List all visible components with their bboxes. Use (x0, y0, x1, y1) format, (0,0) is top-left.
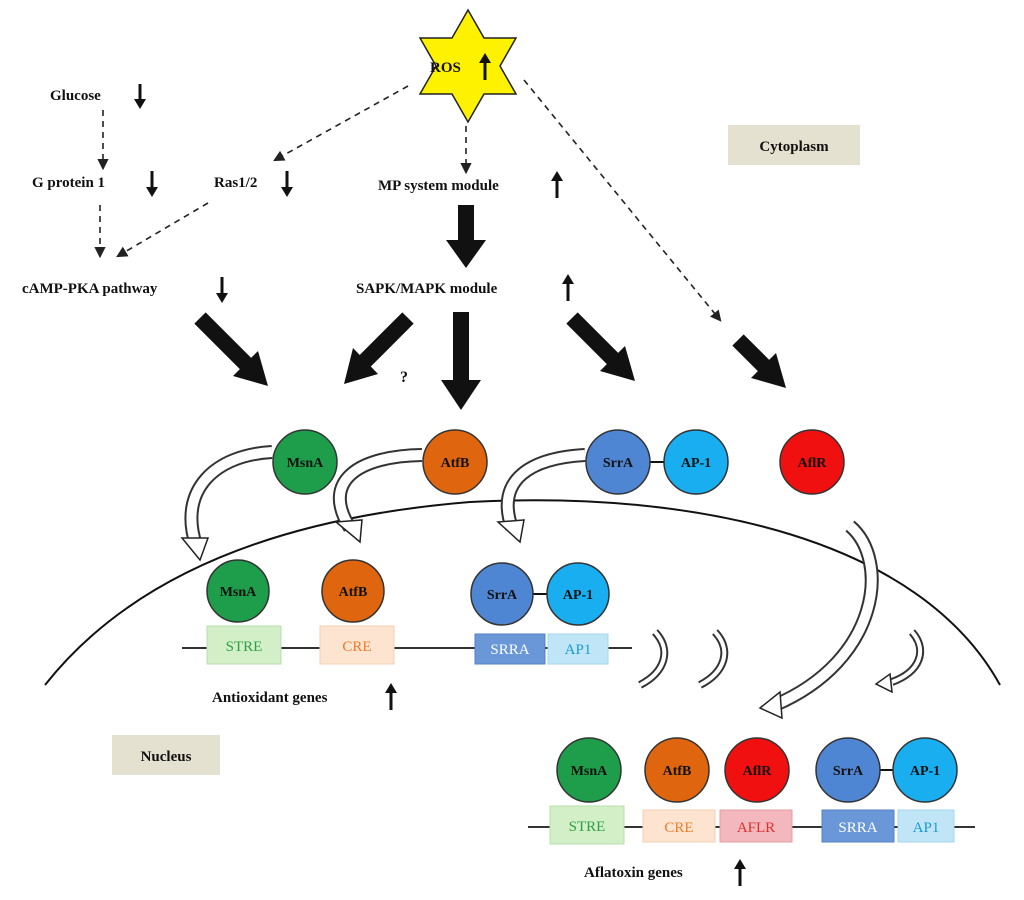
sapk-up-arrow-icon (562, 274, 574, 301)
aflatoxin-genes-label: Aflatoxin genes (584, 865, 683, 881)
element-srra-aflatoxin: SRRA (821, 809, 895, 843)
ras-label: Ras1/2 (214, 175, 257, 191)
protein-atfb-antioxidant: AtfB (321, 559, 385, 623)
svg-text:AflR: AflR (743, 764, 773, 779)
gprotein-down-arrow-icon (146, 171, 158, 197)
protein-ap1-cytoplasm: AP-1 (663, 429, 729, 495)
dashed-arrow-ros-aflr (523, 79, 722, 322)
thick-arrow-camp-msna (194, 312, 268, 386)
cytoplasm-tag: Cytoplasm (728, 125, 860, 165)
thick-arrow-mp-sapk (446, 205, 486, 268)
svg-text:AP1: AP1 (565, 642, 592, 658)
antioxidant-genes-label: Antioxidant genes (212, 690, 328, 706)
svg-text:MsnA: MsnA (287, 456, 324, 471)
protein-aflr-cytoplasm: AflR (779, 429, 845, 495)
element-ap1-aflatoxin: AP1 (897, 809, 955, 843)
protein-srra-cytoplasm: SrrA (585, 429, 651, 495)
protein-aflr-aflatoxin: AflR (724, 737, 790, 803)
svg-text:AFLR: AFLR (737, 820, 775, 836)
thick-arrow-sapk-msna (344, 312, 414, 384)
svg-text:MsnA: MsnA (571, 764, 608, 779)
nucleus-tag: Nucleus (112, 735, 220, 775)
svg-text:STRE: STRE (226, 639, 263, 655)
svg-text:CRE: CRE (664, 820, 693, 836)
svg-text:SrrA: SrrA (603, 456, 634, 471)
svg-text:SRRA: SRRA (490, 642, 529, 658)
thick-arrow-sapk-srra (566, 312, 635, 381)
aflatoxin-up-arrow-icon (734, 859, 746, 886)
element-cre-aflatoxin: CRE (642, 809, 716, 843)
import-arrow-atfb (332, 448, 423, 532)
svg-text:SrrA: SrrA (833, 764, 864, 779)
protein-srra-aflatoxin: SrrA (815, 737, 881, 803)
glucose-down-arrow-icon (134, 84, 146, 109)
element-aflr-aflatoxin: AFLR (719, 809, 793, 843)
gprotein-label: G protein 1 (32, 175, 105, 191)
mp-module-label: MP system module (378, 178, 499, 194)
svg-text:Nucleus: Nucleus (141, 749, 192, 765)
thick-arrows (194, 205, 786, 410)
nuclear-envelope (44, 499, 1001, 686)
antioxidant-up-arrow-icon (385, 683, 397, 710)
element-stre-antioxidant: STRE (206, 625, 282, 665)
ras-down-arrow-icon (281, 171, 293, 197)
svg-text:AtfB: AtfB (339, 585, 368, 600)
thick-arrow-ros-aflr (732, 334, 786, 388)
protein-ap1-antioxidant: AP-1 (546, 562, 610, 626)
sapk-mapk-label: SAPK/MAPK module (356, 281, 498, 297)
import-arrows (180, 445, 925, 720)
ros-star-shape (418, 8, 518, 124)
protein-atfb-cytoplasm: AtfB (422, 429, 488, 495)
glucose-label: Glucose (50, 88, 101, 104)
thick-arrow-sapk-atfb (441, 312, 481, 410)
svg-text:MsnA: MsnA (220, 585, 257, 600)
element-cre-antioxidant: CRE (319, 625, 395, 665)
camp-pka-label: cAMP-PKA pathway (22, 281, 158, 297)
question-mark: ? (400, 369, 408, 386)
protein-srra-antioxidant: SrrA (470, 562, 534, 626)
dashed-arrows (94, 79, 722, 322)
ros-up-arrow-icon (479, 53, 491, 80)
mp-up-arrow-icon (551, 171, 563, 198)
element-srra-antioxidant: SRRA (474, 633, 546, 665)
svg-text:AP-1: AP-1 (681, 456, 711, 471)
svg-text:Cytoplasm: Cytoplasm (759, 139, 829, 155)
element-stre-aflatoxin: STRE (549, 805, 625, 845)
ros-label: ROS (430, 60, 461, 76)
protein-atfb-aflatoxin: AtfB (644, 737, 710, 803)
svg-text:AP-1: AP-1 (910, 764, 940, 779)
protein-ap1-aflatoxin: AP-1 (892, 737, 958, 803)
svg-text:STRE: STRE (569, 819, 606, 835)
dashed-arrow-ras-camp (116, 202, 209, 258)
svg-text:AflR: AflR (798, 456, 828, 471)
svg-text:AtfB: AtfB (663, 764, 692, 779)
dashed-arrow-ros-ras (273, 85, 409, 162)
element-ap1-antioxidant: AP1 (547, 633, 609, 665)
svg-text:AP1: AP1 (913, 820, 940, 836)
svg-text:SrrA: SrrA (487, 588, 518, 603)
svg-text:CRE: CRE (342, 639, 371, 655)
protein-msna-cytoplasm: MsnA (272, 429, 338, 495)
svg-text:AP-1: AP-1 (563, 588, 593, 603)
camp-down-arrow-icon (216, 277, 228, 303)
svg-text:SRRA: SRRA (838, 820, 877, 836)
svg-text:AtfB: AtfB (441, 456, 470, 471)
protein-msna-aflatoxin: MsnA (556, 737, 622, 803)
protein-msna-antioxidant: MsnA (206, 559, 270, 623)
